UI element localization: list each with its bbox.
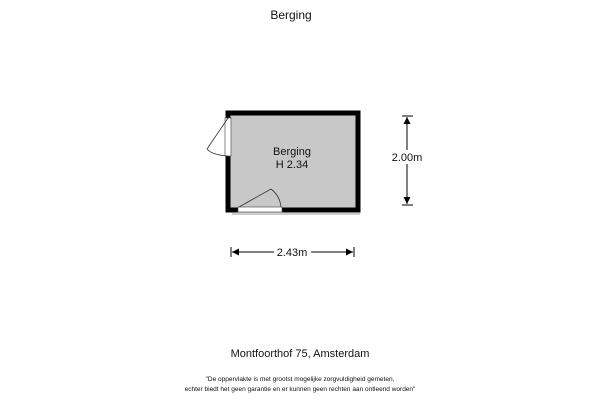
room-berging: Berging H 2.34: [206, 110, 361, 215]
disclaimer-line-1: "De oppervlakte is met grootst mogelijke…: [206, 376, 395, 383]
plan-title: Berging: [270, 8, 311, 22]
width-dimension: 2.43m: [230, 247, 355, 259]
room-floor: [229, 114, 357, 209]
height-label: 2.00m: [392, 152, 423, 164]
height-dimension: 2.00m: [392, 115, 423, 206]
room-name: Berging: [273, 146, 311, 158]
address: Montfoorthof 75, Amsterdam: [231, 348, 370, 360]
width-label: 2.43m: [277, 247, 308, 259]
disclaimer-line-2: echter biedt het geen garantie en er kun…: [185, 386, 416, 393]
room-walls: [225, 110, 361, 213]
bottom-door: [237, 188, 283, 213]
room-height: H 2.34: [276, 159, 308, 171]
left-door: [206, 117, 232, 157]
